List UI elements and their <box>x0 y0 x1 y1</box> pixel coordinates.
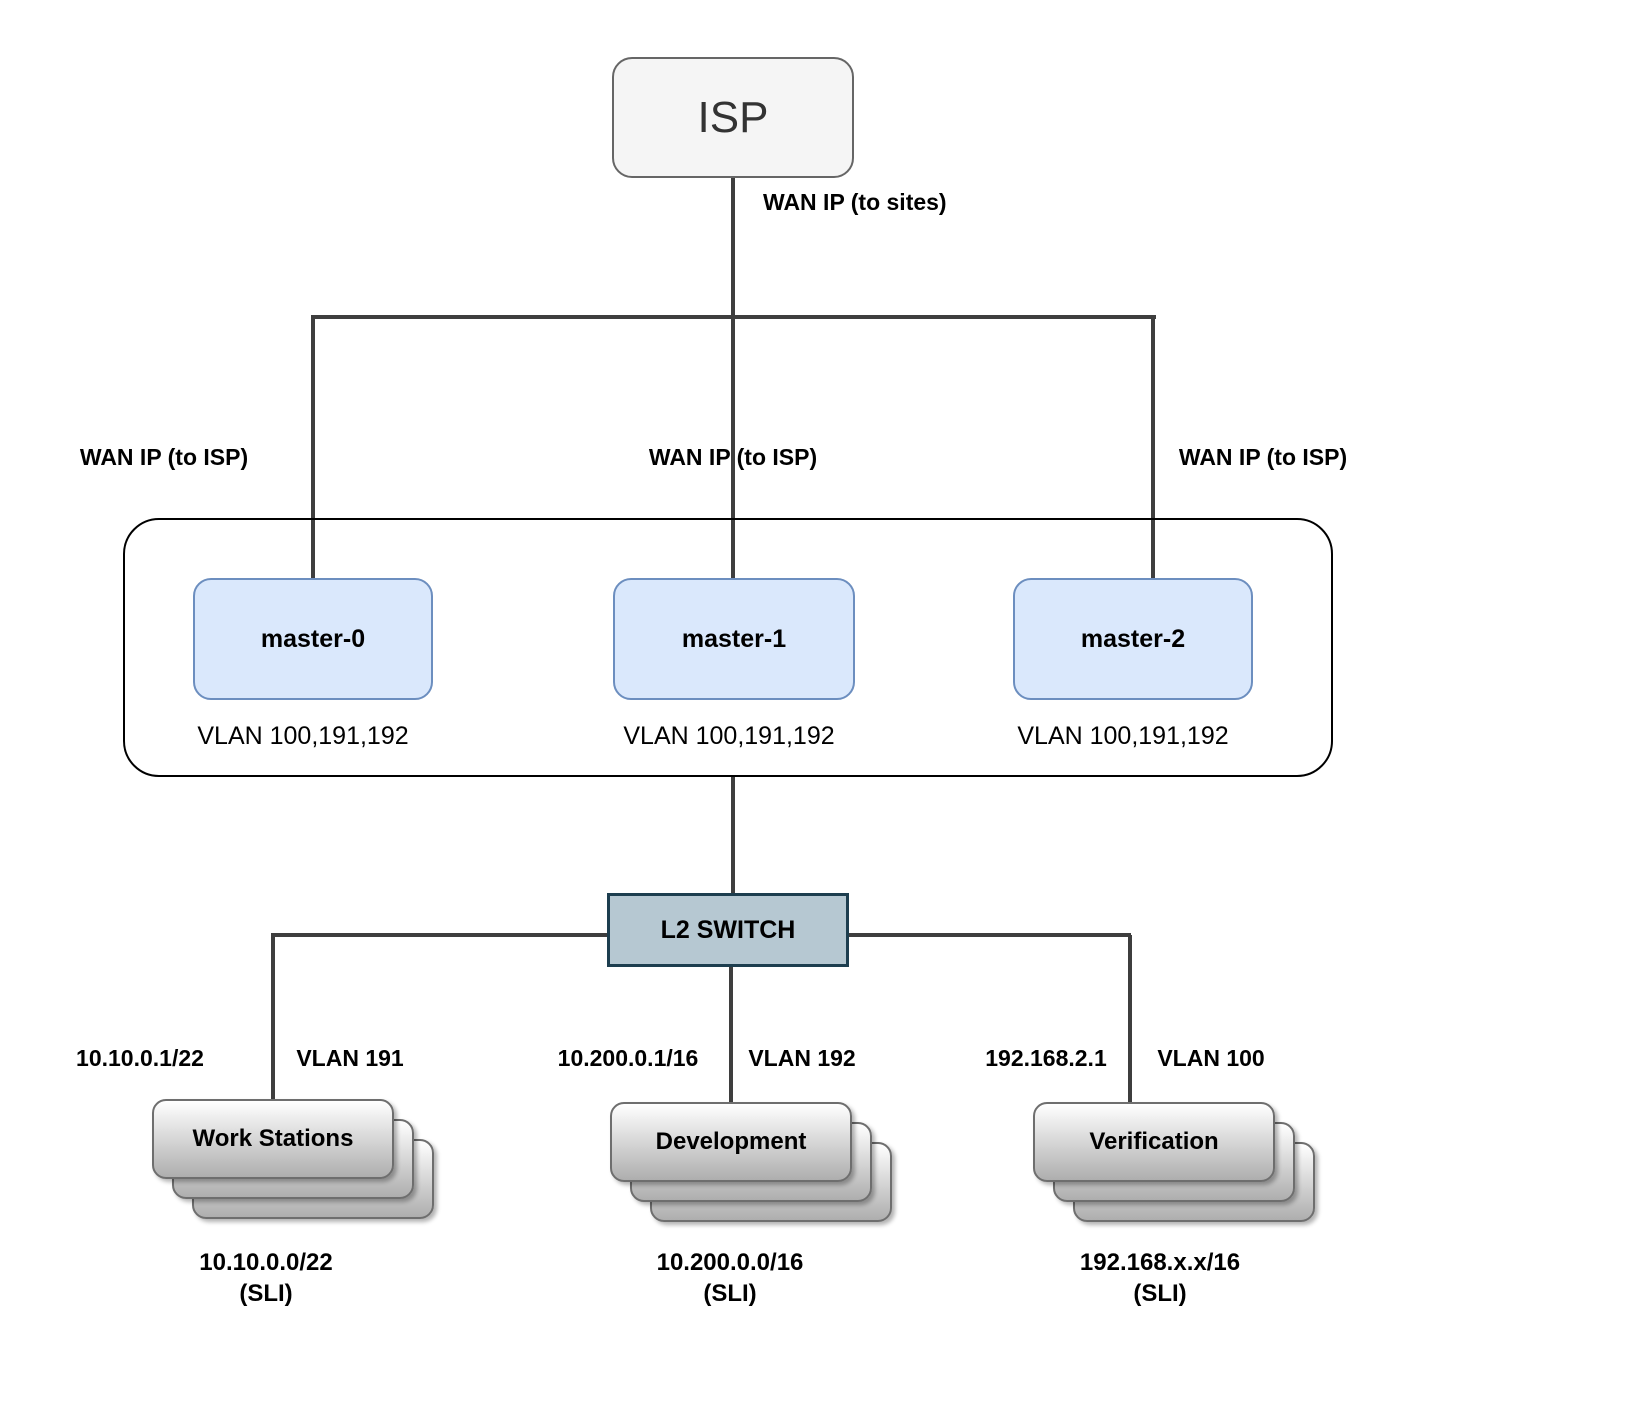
wan-to-isp-label-right: WAN IP (to ISP) <box>1178 444 1348 470</box>
edge-isp-to-master1 <box>731 177 735 578</box>
development-subnet-note: (SLI) <box>703 1280 757 1307</box>
verification-subnet-note: (SLI) <box>1133 1280 1187 1307</box>
l2-switch-node: L2 SWITCH <box>607 893 849 967</box>
master-1-label: master-1 <box>681 624 787 653</box>
workstations-gateway-label: 10.10.0.1/22 <box>76 1045 204 1071</box>
development-node: Development <box>610 1102 852 1182</box>
development-label: Development <box>655 1128 807 1155</box>
master-1-vlan-label: VLAN 100,191,192 <box>623 722 835 750</box>
edge-branch-to-master0 <box>311 317 315 578</box>
verification-subnet-label: 192.168.x.x/16 (SLI) <box>1010 1247 1310 1309</box>
workstations-node: Work Stations <box>152 1099 394 1179</box>
development-subnet-label: 10.200.0.0/16 (SLI) <box>580 1247 880 1309</box>
verification-label: Verification <box>1089 1128 1219 1155</box>
wan-to-isp-label-middle: WAN IP (to ISP) <box>648 444 818 470</box>
verification-vlan-label: VLAN 100 <box>1157 1045 1265 1071</box>
edge-switch-left-horizontal <box>271 933 607 937</box>
isp-label: ISP <box>697 92 769 142</box>
workstations-subnet-note: (SLI) <box>239 1280 293 1307</box>
verification-node: Verification <box>1033 1102 1275 1182</box>
isp-node: ISP <box>612 57 854 178</box>
edge-switch-right-horizontal <box>849 933 1131 937</box>
verification-gateway-label: 192.168.2.1 <box>985 1045 1107 1071</box>
master-0-node: master-0 <box>193 578 433 700</box>
master-2-vlan-label: VLAN 100,191,192 <box>1017 722 1229 750</box>
master-2-label: master-2 <box>1080 624 1186 653</box>
workstations-subnet: 10.10.0.0/22 <box>199 1249 333 1276</box>
workstations-vlan-label: VLAN 191 <box>296 1045 404 1071</box>
workstations-label: Work Stations <box>192 1125 354 1152</box>
wan-to-isp-label-left: WAN IP (to ISP) <box>79 444 249 470</box>
wan-to-sites-label: WAN IP (to sites) <box>763 189 947 215</box>
master-1-node: master-1 <box>613 578 855 700</box>
workstations-subnet-label: 10.10.0.0/22 (SLI) <box>116 1247 416 1309</box>
master-0-vlan-label: VLAN 100,191,192 <box>197 722 409 750</box>
edge-switch-to-verification <box>1128 935 1132 1102</box>
edge-switch-to-development <box>729 966 733 1102</box>
development-subnet: 10.200.0.0/16 <box>656 1249 804 1276</box>
development-vlan-label: VLAN 192 <box>748 1045 856 1071</box>
edge-branch-to-master2 <box>1151 317 1155 578</box>
edge-cluster-to-switch <box>731 777 735 894</box>
development-gateway-label: 10.200.0.1/16 <box>557 1045 699 1071</box>
l2-switch-label: L2 SWITCH <box>660 915 796 944</box>
edge-branch-horizontal <box>311 315 1156 319</box>
verification-subnet: 192.168.x.x/16 <box>1079 1249 1241 1276</box>
master-cluster-boundary <box>123 518 1333 777</box>
master-2-node: master-2 <box>1013 578 1253 700</box>
edge-switch-to-workstations <box>271 935 275 1099</box>
master-0-label: master-0 <box>260 624 366 653</box>
